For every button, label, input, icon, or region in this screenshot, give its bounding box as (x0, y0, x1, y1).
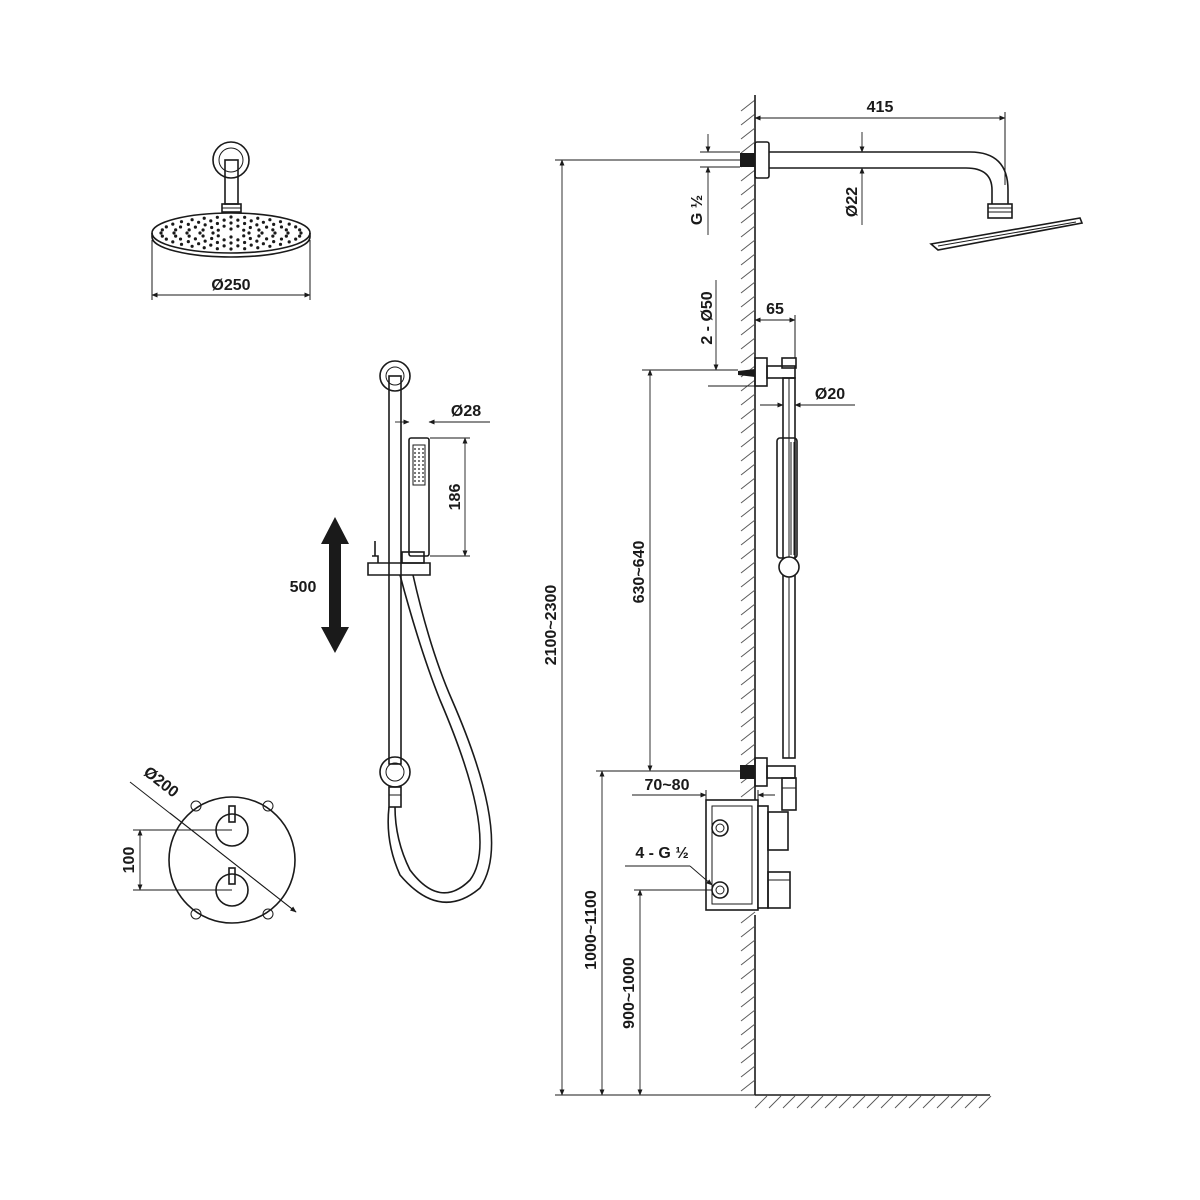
slider-travel-arrow (321, 517, 349, 653)
valve-height-lower-label: 900~1000 (621, 957, 638, 1029)
rail-side-view: 2 - Ø50 65 Ø20 (699, 280, 855, 811)
plate-diameter-label: Ø200 (140, 764, 181, 802)
total-height-label: 2100~2300 (543, 585, 560, 666)
valve-depth-label: 70~80 (645, 777, 690, 794)
arm-diameter-label: Ø22 (844, 187, 861, 217)
valve-height-upper-label: 1000~1100 (583, 890, 600, 970)
valve-plate-front-view: Ø200 100 (121, 764, 297, 924)
rail-diameter-label: Ø20 (815, 386, 845, 403)
rail-spacing-label: 630~640 (631, 541, 648, 604)
slider-travel-label: 500 (290, 579, 317, 596)
bracket-anchors-label: 2 - Ø50 (699, 291, 716, 344)
head-side-view: G ½ 415 Ø22 (689, 95, 1084, 251)
nozzle-dot-grid (159, 215, 303, 251)
head-diameter-label: Ø250 (211, 277, 250, 294)
concealed-valve-section: 70~80 4 - G ½ (625, 777, 791, 911)
bracket-projection-label: 65 (766, 301, 784, 318)
inlet-thread-label: G ½ (689, 195, 706, 225)
arm-length-label: 415 (867, 99, 894, 116)
handshower-diameter-label: Ø28 (451, 403, 481, 420)
handshower-length-label: 186 (447, 484, 464, 511)
handle-spacing-label: 100 (121, 847, 138, 874)
valve-inlets-label: 4 - G ½ (635, 845, 688, 862)
height-dimensions: 2100~2300 630~640 1000~1100 900~1000 (543, 159, 755, 1096)
slide-rail-front-view: Ø28 186 500 (290, 360, 493, 903)
head-front-view: Ø250 (151, 141, 311, 300)
